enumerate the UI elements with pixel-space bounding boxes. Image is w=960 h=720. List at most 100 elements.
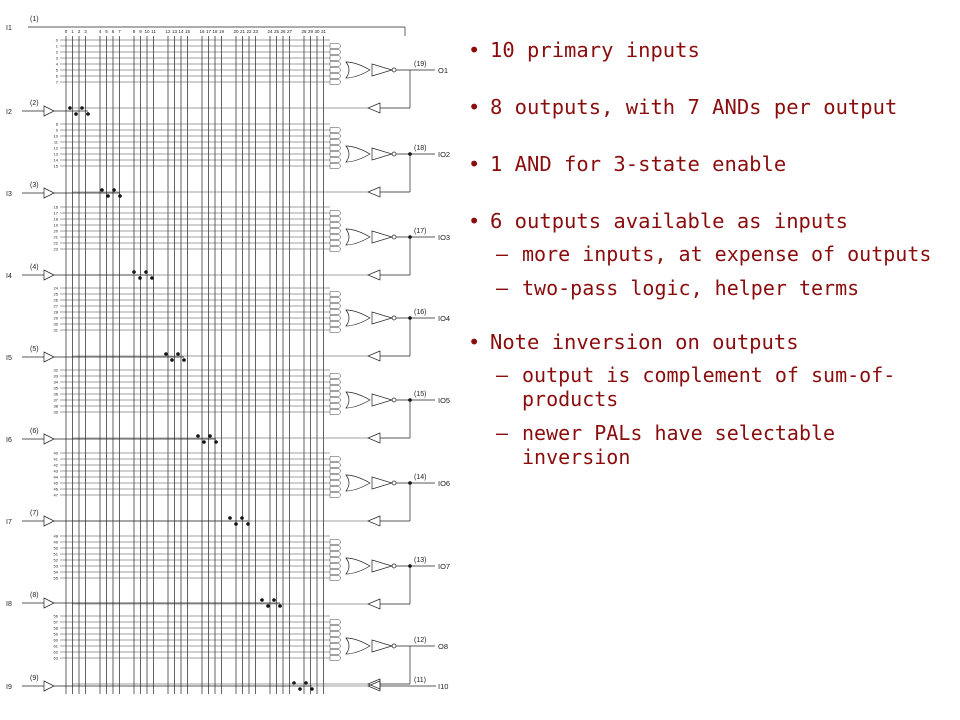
and-gate-icon (329, 210, 341, 216)
product-term-label: 60 (54, 638, 59, 643)
input-pin-number: (8) (30, 592, 39, 599)
product-term-label: 0 (56, 38, 59, 43)
and-gate-icon (329, 468, 341, 474)
product-term-label: 11 (54, 140, 59, 145)
and-gate-icon (329, 391, 341, 397)
product-term-label: 24 (54, 286, 59, 291)
and-gate-icon (329, 151, 341, 157)
connection-dot (272, 598, 276, 602)
product-term-label: 31 (54, 328, 59, 333)
input-pin-number: (9) (30, 675, 39, 682)
and-gate-icon (329, 61, 341, 67)
inverter-icon (371, 147, 394, 161)
or-gate-icon (345, 637, 371, 655)
output-name: IO3 (438, 233, 450, 242)
connection-dot (74, 112, 78, 116)
input-pin-name: I6 (6, 437, 12, 444)
or-gate-icon (345, 228, 371, 246)
product-term-label: 47 (54, 493, 59, 498)
product-term-label: 7 (56, 80, 59, 85)
output-block (60, 369, 435, 444)
connection-dot (214, 440, 218, 444)
and-gate-icon (329, 655, 341, 661)
column-label: 13 (172, 29, 178, 34)
column-label: 24 (267, 29, 273, 34)
input-column-lines (65, 36, 324, 694)
feedback-buffer-icon (367, 678, 381, 690)
and-gate-icon (329, 246, 341, 252)
column-label: 6 (112, 29, 115, 34)
and-gate-icon (329, 619, 341, 625)
product-term-label: 36 (54, 392, 59, 397)
and-gate-icon (329, 557, 341, 563)
and-gate-icon (329, 486, 341, 492)
column-label: 30 (314, 29, 320, 34)
last-input-pin-number: (11) (414, 677, 426, 684)
and-gate-icon (329, 49, 341, 55)
last-input-name: I10 (438, 682, 448, 691)
connection-dot (182, 358, 186, 362)
input-buffer-icon (43, 597, 55, 609)
inverter-icon (371, 639, 394, 653)
output-block (60, 39, 435, 114)
and-gate-icon (329, 315, 341, 321)
product-term-label: 1 (56, 44, 59, 49)
output-block (60, 615, 435, 690)
product-term-label: 8 (56, 122, 59, 127)
column-label: 22 (246, 29, 252, 34)
output-block (60, 535, 435, 610)
inverter-icon (371, 63, 394, 77)
input-buffer-icon (43, 680, 55, 692)
product-term-label: 23 (54, 247, 59, 252)
connection-dot (246, 522, 250, 526)
output-name: O8 (438, 642, 448, 651)
input-pin-number: (2) (30, 100, 39, 107)
product-term-label: 12 (54, 146, 59, 151)
column-label: 28 (301, 29, 307, 34)
product-term-label: 53 (54, 564, 59, 569)
and-gate-icon (329, 569, 341, 575)
and-gate-icon (329, 539, 341, 545)
and-gate-icon (329, 327, 341, 333)
product-term-label: 39 (54, 410, 59, 415)
and-gate-icon (329, 222, 341, 228)
input-pin-name: I3 (6, 191, 12, 198)
product-term-label: 50 (54, 546, 59, 551)
product-term-label: 17 (54, 211, 59, 216)
connection-dot (298, 687, 302, 691)
column-label: 11 (151, 29, 156, 34)
output-name: IO7 (438, 562, 450, 571)
output-block (60, 452, 435, 527)
output-name: IO2 (438, 150, 450, 159)
and-gate-icon (329, 321, 341, 327)
and-gate-icon (329, 649, 341, 655)
product-term-label: 49 (54, 540, 59, 545)
and-gate-icon (329, 563, 341, 569)
product-term-label: 58 (54, 626, 59, 631)
connection-dot (138, 276, 142, 280)
note-inversion-subs: output is complement of sum-of-products … (462, 363, 932, 469)
connection-dot (266, 604, 270, 608)
connection-dot (150, 276, 154, 280)
column-label: 26 (280, 29, 286, 34)
last-input-buffer-icon (367, 680, 381, 692)
product-term-label: 19 (54, 223, 59, 228)
product-term-label: 34 (54, 380, 59, 385)
column-label: 5 (105, 29, 108, 34)
product-term-label: 48 (54, 534, 59, 539)
note-outputs: 8 outputs, with 7 ANDs per output (462, 95, 932, 120)
input-pin-number: (7) (30, 510, 39, 517)
input-pin-name: I4 (6, 273, 12, 280)
column-label: 21 (240, 29, 246, 34)
product-term-label: 10 (54, 134, 59, 139)
or-gate-icon (345, 557, 371, 575)
product-term-label: 18 (54, 217, 59, 222)
connection-dot (208, 434, 212, 438)
sub-note-selectable: newer PALs have selectable inversion (462, 421, 932, 469)
product-term-label: 45 (54, 481, 59, 486)
product-term-label: 26 (54, 298, 59, 303)
connection-dot (278, 604, 282, 608)
feedback-buffer-icon (367, 515, 381, 527)
output-name: IO5 (438, 396, 450, 405)
